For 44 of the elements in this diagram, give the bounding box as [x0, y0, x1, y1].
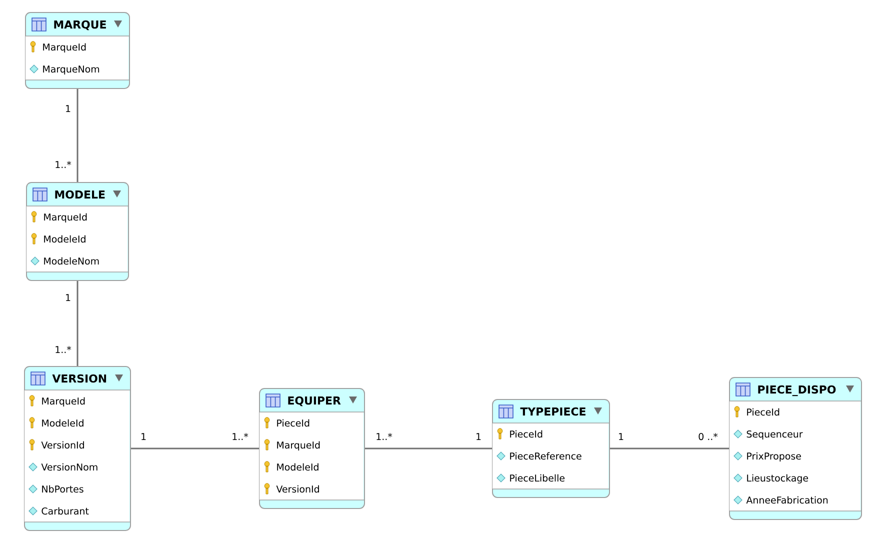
column-name: MarqueId	[277, 441, 320, 450]
multiplicity-label: 0 ..*	[698, 432, 718, 440]
connector-line	[76, 89, 78, 182]
table-title: VERSION	[52, 374, 106, 383]
multiplicity-label: 1..*	[56, 346, 72, 353]
column-name: Sequenceur	[746, 430, 803, 440]
column-name: MarqueId	[44, 213, 87, 222]
table-title: MODELE	[55, 190, 105, 199]
table-title: PIECE_DISPO	[758, 385, 836, 396]
column-name: PieceLibelle	[510, 474, 565, 482]
multiplicity-label: 1	[142, 433, 146, 440]
column-name: AnneeFabrication	[746, 496, 828, 504]
table-title: EQUIPER	[288, 396, 341, 406]
column-name: PieceId	[277, 419, 310, 427]
connector-line	[610, 448, 729, 450]
column-name: ModeleNom	[44, 257, 99, 265]
column-name: ModeleId	[42, 419, 84, 427]
column-name: Carburant	[42, 507, 89, 515]
column-name: VersionId	[41, 441, 84, 449]
connector-line	[365, 448, 492, 450]
column-name: MarqueId	[42, 397, 85, 406]
connector-line	[131, 448, 259, 450]
multiplicity-label: 1	[66, 294, 70, 301]
column-name: PieceId	[510, 430, 542, 438]
column-name: MarqueNom	[43, 66, 100, 74]
table-title: MARQUE	[54, 20, 106, 30]
multiplicity-label: 1..*	[56, 160, 72, 168]
multiplicity-label: 1	[476, 433, 481, 440]
column-name: ModeleId	[277, 463, 318, 471]
multiplicity-label: 1..*	[376, 432, 392, 440]
multiplicity-label: 1	[619, 433, 624, 440]
column-name: ModeleId	[44, 235, 86, 243]
column-name: NbPortes	[42, 485, 84, 493]
column-name: VersionNom	[41, 463, 98, 471]
column-name: PieceId	[747, 408, 780, 416]
table-title: TYPEPIECE	[520, 407, 586, 416]
column-name: PieceReference	[510, 452, 582, 460]
column-name: PrixPropose	[747, 452, 801, 462]
multiplicity-label: 1..*	[232, 432, 248, 440]
multiplicity-label: 1	[66, 105, 70, 112]
column-name: MarqueId	[43, 43, 86, 52]
column-name: VersionId	[276, 485, 319, 493]
connector-line	[76, 281, 78, 366]
column-name: Lieustockage	[747, 474, 808, 484]
